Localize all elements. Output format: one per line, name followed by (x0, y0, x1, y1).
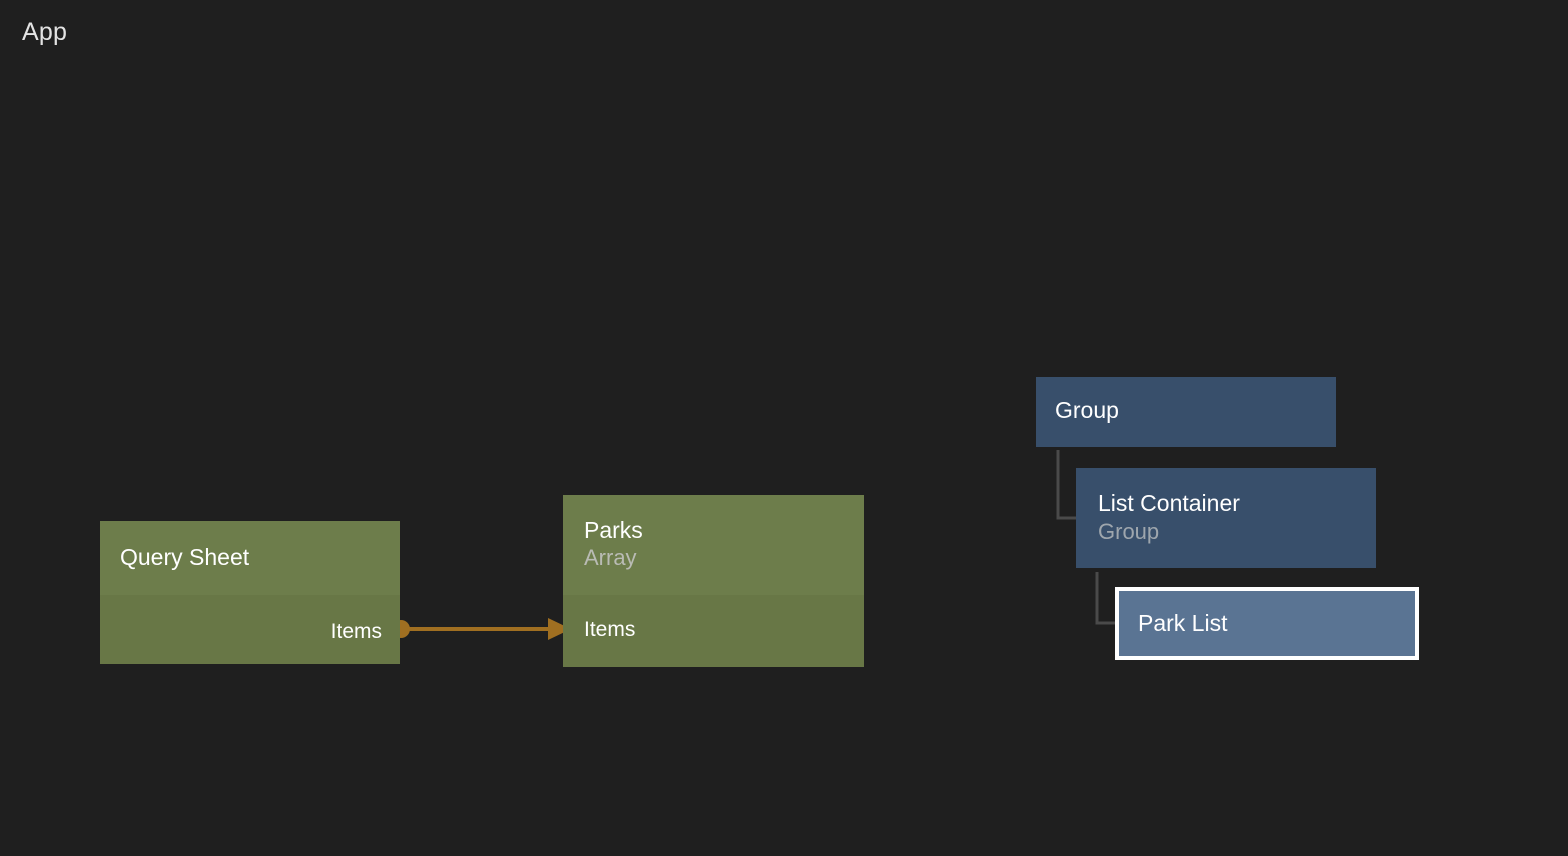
tree-line-group-to-list-container (1056, 450, 1076, 520)
node-title: Parks (584, 517, 643, 543)
edge-query-sheet-items-to-parks-items (392, 618, 571, 640)
node-body-query-sheet: Items (100, 595, 400, 664)
node-title: Query Sheet (120, 544, 250, 570)
node-header-query-sheet: Query Sheet (100, 521, 400, 595)
canvas-title: App (22, 18, 68, 46)
node-header-parks: Parks Array (563, 495, 864, 595)
tree-node-title: Group (1055, 397, 1119, 423)
port-items-input[interactable]: Items (584, 618, 636, 641)
tree-node-title: List Container (1098, 490, 1240, 516)
tree-node-title: Park List (1138, 610, 1228, 636)
node-subtitle: Array (584, 545, 637, 571)
tree-node-group[interactable]: Group (1036, 377, 1336, 447)
graph-node-parks[interactable]: Parks Array Items (563, 495, 864, 667)
node-body-parks: Items (563, 595, 864, 667)
port-items-output[interactable]: Items (330, 620, 382, 643)
tree-node-subtitle: Group (1098, 519, 1160, 545)
tree-node-list-container[interactable]: List Container Group (1076, 468, 1376, 568)
tree-node-park-list[interactable]: Park List (1115, 587, 1419, 660)
tree-line-list-container-to-park-list (1095, 572, 1115, 625)
graph-node-query-sheet[interactable]: Query Sheet Items (100, 521, 400, 664)
